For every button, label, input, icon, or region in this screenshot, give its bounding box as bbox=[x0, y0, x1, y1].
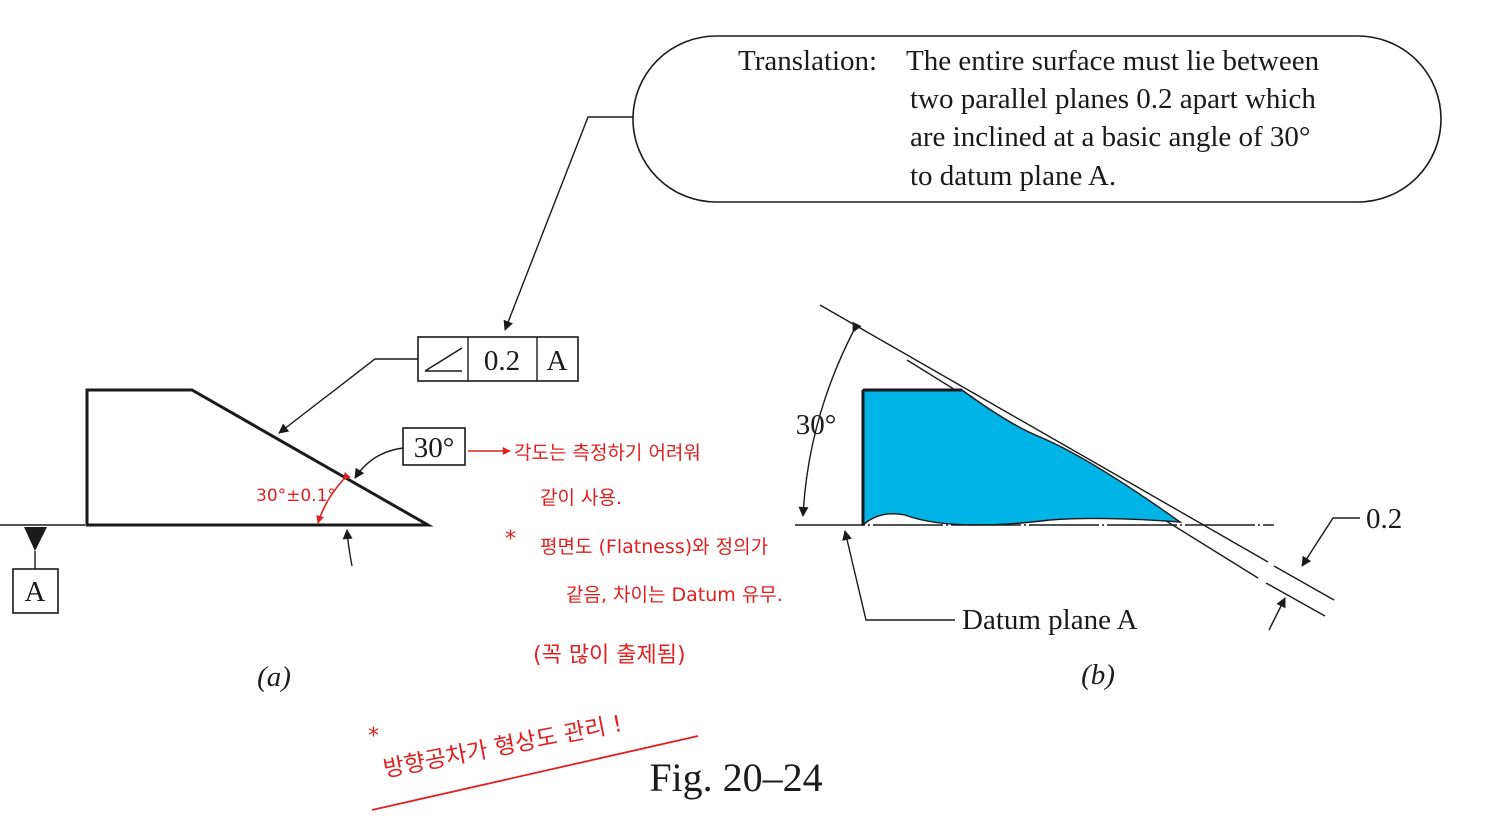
tolerance-note: 30°±0.1° bbox=[256, 486, 336, 506]
angle-arc-b bbox=[798, 321, 862, 517]
figure-b: 30° 0.2 Datum plane A (b) bbox=[795, 304, 1402, 691]
note2-line1: 평면도 (Flatness)와 정의가 bbox=[540, 536, 768, 558]
datum-plane-label: Datum plane A bbox=[962, 604, 1138, 636]
fcf-tolerance: 0.2 bbox=[484, 345, 520, 377]
callout-line-4: to datum plane A. bbox=[910, 160, 1116, 192]
callout-line-2: two parallel planes 0.2 apart which bbox=[910, 83, 1316, 115]
note3: (꼭 많이 출제됨) bbox=[533, 643, 686, 668]
tolerance-arc-red bbox=[316, 471, 351, 524]
callout-label: Translation: bbox=[738, 45, 877, 77]
angle-leader-bottom bbox=[342, 529, 353, 567]
figure-a: 0.2 A A 30° (a) bbox=[0, 336, 579, 693]
note4-underline bbox=[371, 735, 699, 811]
callout-leader bbox=[503, 116, 633, 331]
datum-plane-leader bbox=[842, 530, 955, 621]
zone-plane-upper bbox=[819, 304, 1269, 563]
fcf-datum: A bbox=[547, 345, 568, 377]
note4: 방향공차가 형상도 관리 ! bbox=[381, 711, 624, 783]
caption-b: (b) bbox=[1081, 659, 1115, 691]
callout-line-3: are inclined at a basic angle of 30° bbox=[910, 121, 1311, 153]
translation-callout: Translation: The entire surface must lie… bbox=[632, 35, 1442, 203]
note1-line2: 같이 사용. bbox=[540, 487, 622, 509]
datum-feature-symbol: A bbox=[12, 527, 59, 614]
part-outline-a bbox=[85, 388, 434, 527]
datum-triangle-icon bbox=[24, 527, 47, 551]
feature-control-frame: 0.2 A bbox=[417, 336, 579, 382]
figure-title: Fig. 20–24 bbox=[649, 755, 822, 800]
note2-line2: 같음, 차이는 Datum 유무. bbox=[566, 584, 783, 606]
zone-width-leader-bottom bbox=[1268, 597, 1286, 631]
callout-bubble bbox=[632, 35, 1442, 203]
angularity-symbol-icon bbox=[424, 347, 463, 372]
angle-label-b: 30° bbox=[796, 409, 837, 441]
note4-marker: * bbox=[368, 724, 379, 749]
caption-a: (a) bbox=[257, 661, 291, 693]
datum-letter-a: A bbox=[25, 576, 46, 608]
basic-angle-box bbox=[402, 427, 466, 466]
angle-leader-top bbox=[354, 447, 404, 479]
zone-width-leader-top bbox=[1301, 517, 1360, 567]
zone-width-label: 0.2 bbox=[1366, 503, 1402, 535]
callout-line-1: The entire surface must lie between bbox=[906, 45, 1320, 77]
datum-box bbox=[12, 568, 59, 614]
note1-line1: 각도는 측정하기 어려워 bbox=[514, 442, 701, 464]
part-profile-b bbox=[862, 389, 1183, 527]
note2-marker: * bbox=[505, 527, 516, 552]
basic-angle-value: 30° bbox=[414, 432, 455, 464]
fcf-leader bbox=[278, 358, 418, 434]
